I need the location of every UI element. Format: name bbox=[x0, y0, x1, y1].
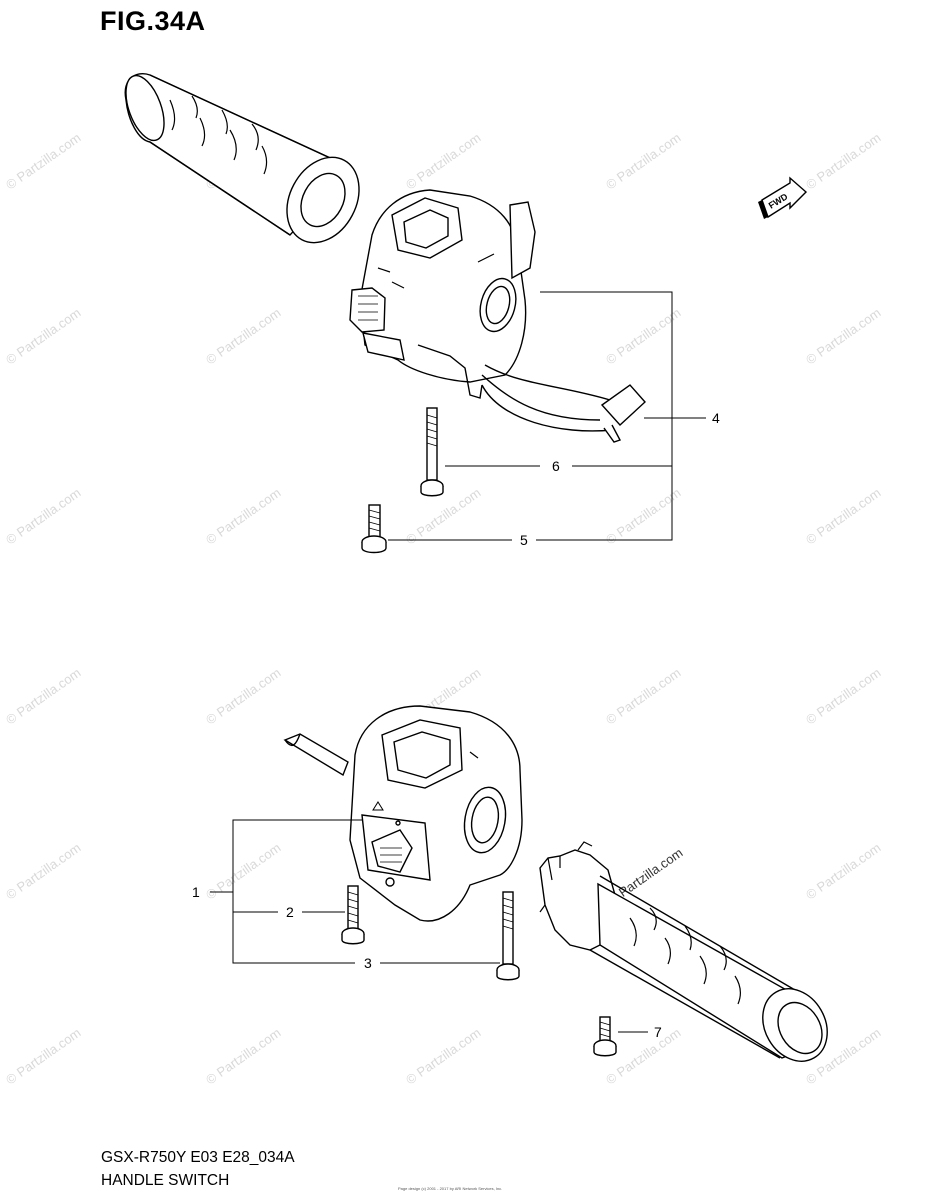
watermark: © Partzilla.com bbox=[3, 485, 83, 548]
screw-part-7 bbox=[593, 1016, 617, 1057]
watermark: © Partzilla.com bbox=[603, 485, 683, 548]
callout-label-2: 2 bbox=[286, 904, 294, 920]
screw-part-2 bbox=[341, 885, 365, 945]
watermark: © Partzilla.com bbox=[603, 665, 683, 728]
watermark: © Partzilla.com bbox=[403, 130, 483, 193]
watermark: © Partzilla.com bbox=[403, 485, 483, 548]
watermark: © Partzilla.com bbox=[803, 840, 883, 903]
watermark: © Partzilla.com bbox=[3, 665, 83, 728]
watermark: © Partzilla.com bbox=[3, 130, 83, 193]
callout-label-4: 4 bbox=[712, 410, 720, 426]
watermark: © Partzilla.com bbox=[803, 485, 883, 548]
callout-label-6: 6 bbox=[552, 458, 560, 474]
watermark: © Partzilla.com bbox=[803, 665, 883, 728]
watermark: © Partzilla.com bbox=[203, 840, 283, 903]
watermark: © Partzilla.com bbox=[603, 130, 683, 193]
left-handle-switch bbox=[283, 705, 523, 922]
model-code: GSX-R750Y E03 E28_034A bbox=[101, 1149, 295, 1166]
right-handle-switch bbox=[349, 189, 646, 443]
callout-lines-bottom bbox=[210, 819, 648, 1033]
watermark: © Partzilla.com bbox=[803, 305, 883, 368]
watermark: © Partzilla.com bbox=[603, 1025, 683, 1088]
watermark: © Partzilla.com bbox=[803, 130, 883, 193]
watermark: © Partzilla.com bbox=[203, 305, 283, 368]
screw-part-6 bbox=[420, 407, 444, 497]
figure-title: FIG.34A bbox=[100, 6, 206, 36]
fwd-arrow-icon: FWD bbox=[758, 176, 808, 219]
callout-label-5: 5 bbox=[520, 532, 528, 548]
watermark: © Partzilla.com bbox=[603, 305, 683, 368]
callout-lines-top bbox=[388, 291, 706, 541]
callout-label-1: 1 bbox=[192, 884, 200, 900]
watermark: © Partzilla.com bbox=[3, 1025, 83, 1088]
watermark: © Partzilla.com bbox=[203, 1025, 283, 1088]
callout-label-7: 7 bbox=[654, 1024, 662, 1040]
watermark: © Partzilla.com bbox=[3, 840, 83, 903]
watermark: © Partzilla.com bbox=[3, 305, 83, 368]
section-name: HANDLE SWITCH bbox=[101, 1172, 230, 1189]
callout-label-3: 3 bbox=[364, 955, 372, 971]
right-hand-grip bbox=[124, 73, 360, 244]
screw-part-5 bbox=[361, 504, 387, 554]
left-hand-grip bbox=[539, 841, 828, 1062]
watermark: © Partzilla.com bbox=[203, 665, 283, 728]
watermark: © Partzilla.com bbox=[403, 1025, 483, 1088]
callout-labels: 1 2 3 4 5 6 7 bbox=[192, 410, 720, 1040]
watermark: © Partzilla.com bbox=[203, 485, 283, 548]
copyright-notice: Page design (c) 2001 - 2017 by ARI Netwo… bbox=[398, 1186, 503, 1191]
screw-part-3 bbox=[496, 891, 520, 981]
